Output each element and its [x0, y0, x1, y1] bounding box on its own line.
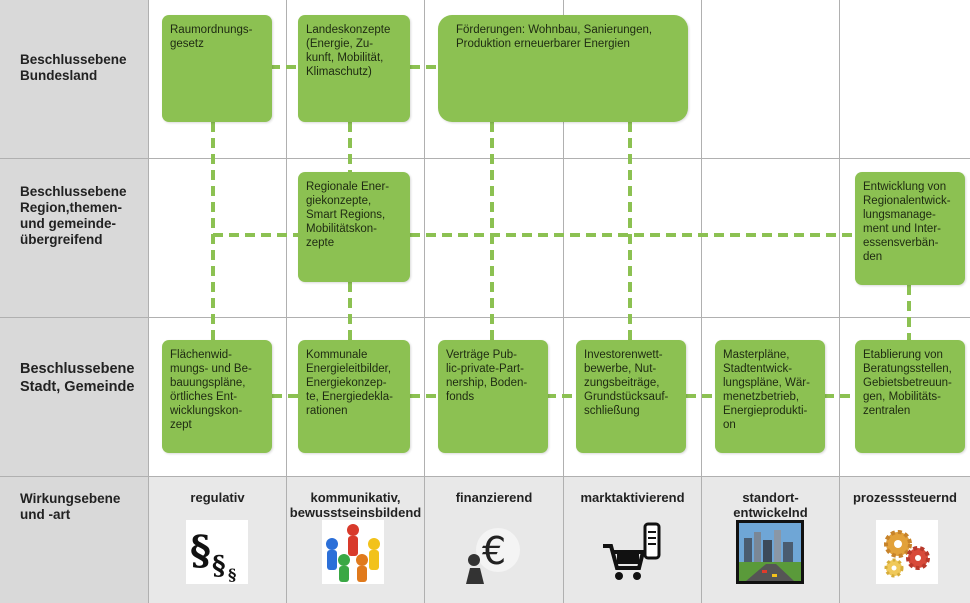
grid-line — [701, 0, 702, 603]
grid-line — [424, 0, 425, 603]
row-header-wirkungsebene: Wirkungsebene und -art — [0, 477, 148, 603]
grid-line — [0, 158, 970, 159]
row-label-stadt: Beschlussebene Stadt, Gemeinde — [20, 361, 135, 395]
people-circle-icon — [322, 520, 384, 584]
svg-text:§: § — [212, 551, 226, 581]
row-label-bundesland: Beschlussebene Bundesland — [20, 52, 127, 83]
box-masterplaene: Masterpläne, Stadtentwick- lungspläne, W… — [715, 340, 825, 453]
row-header-bundesland: Beschlussebene Bundesland — [0, 0, 148, 159]
box-foerderungen: Förderungen: Wohnbau, Sanierungen, Produ… — [438, 15, 688, 122]
gears-icon — [876, 520, 938, 584]
category-regulativ: regulativ — [190, 490, 245, 505]
euro-icon: € — [462, 520, 524, 584]
box-raumordnungsgesetz: Raumordnungs- gesetz — [162, 15, 272, 122]
category-prozesssteuernd: prozesssteuernd — [852, 490, 958, 505]
row-label-region: Beschlussebene Region,themen- und gemein… — [20, 184, 127, 247]
row-header-region: Beschlussebene Region,themen- und gemein… — [0, 159, 148, 318]
category-marktaktivierend: marktaktivierend — [580, 490, 685, 505]
box-kommunale-energieleitbilder: Kommunale Energieleitbilder, Energiekonz… — [298, 340, 410, 453]
grid-line — [0, 317, 970, 318]
shopping-cart-icon — [601, 520, 663, 584]
box-regionalentwicklung: Entwicklung von Regionalentwick- lungsma… — [855, 172, 965, 285]
box-etablierung-beratungsstellen: Etablierung von Beratungsstellen, Gebiet… — [855, 340, 965, 453]
grid-line — [839, 0, 840, 603]
grid-line — [148, 0, 149, 603]
category-kommunikativ: kommunikativ, bewusstseinsbildend — [289, 490, 422, 520]
svg-text:§: § — [190, 527, 211, 574]
grid-line — [286, 0, 287, 603]
svg-text:€: € — [482, 529, 506, 573]
paragraph-icon: § § § — [186, 520, 248, 584]
category-standortentwickelnd: standort- entwickelnd — [733, 490, 808, 520]
city-icon — [736, 520, 804, 584]
svg-text:§: § — [228, 565, 236, 584]
row-label-wirkungsebene: Wirkungsebene und -art — [20, 491, 121, 522]
box-investorenwettbewerbe: Investorenwett- bewerbe, Nut- zungsbeitr… — [576, 340, 686, 453]
grid-line — [563, 0, 564, 603]
box-vertraege-ppp: Verträge Pub- lic-private-Part- nership,… — [438, 340, 548, 453]
box-landeskonzepte: Landeskonzepte (Energie, Zu- kunft, Mobi… — [298, 15, 410, 122]
box-flaechenwidmung: Flächenwid- mungs- und Be- bauungspläne,… — [162, 340, 272, 453]
grid-line — [0, 476, 970, 477]
category-finanzierend: finanzierend — [455, 490, 533, 505]
box-regionale-energiekonzepte: Regionale Ener- giekonzepte, Smart Regio… — [298, 172, 410, 282]
